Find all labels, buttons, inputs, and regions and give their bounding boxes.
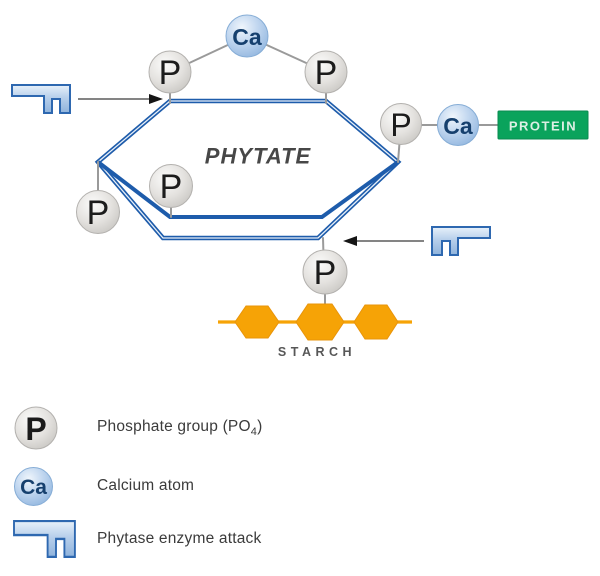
phosphate-nodes: P P P P P P <box>76 50 422 295</box>
phosphate-node <box>149 164 193 208</box>
calcium-nodes: Ca Ca <box>225 14 479 146</box>
calcium-node <box>437 104 479 146</box>
phosphate-node <box>302 249 348 295</box>
phosphate-label: P <box>314 254 337 292</box>
protein-group: PROTEIN <box>497 110 589 140</box>
phosphate-label: P <box>315 54 338 92</box>
phosphate-node <box>304 50 348 94</box>
starch-hexagon <box>353 304 399 340</box>
calcium-label: Ca <box>443 113 473 139</box>
attack-arrowhead-top <box>149 94 163 104</box>
phytase-enzyme-icon <box>11 84 71 114</box>
starch-chain: STARCH <box>218 303 412 359</box>
phosphate-label: P <box>390 107 411 143</box>
phosphate-label: P <box>160 168 183 206</box>
phosphate-node <box>76 190 120 234</box>
phosphate-node <box>148 50 192 94</box>
calcium-node <box>225 14 269 58</box>
starch-hexagon <box>234 305 280 339</box>
calcium-label: Ca <box>232 24 262 50</box>
protein-label: PROTEIN <box>509 119 577 134</box>
attack-arrowhead-bottom <box>343 236 357 246</box>
phosphate-label: P <box>87 194 110 232</box>
phytase-enzyme-icon <box>431 226 491 256</box>
attack-arrows <box>78 94 424 246</box>
starch-label: STARCH <box>278 345 356 359</box>
phytate-ring-inner-edge <box>96 160 400 219</box>
phosphate-node <box>380 103 422 145</box>
protein-box <box>497 110 589 140</box>
phosphate-label: P <box>159 54 182 92</box>
starch-hexagon <box>295 303 345 341</box>
phytate-title: PHYTATE <box>205 144 312 169</box>
